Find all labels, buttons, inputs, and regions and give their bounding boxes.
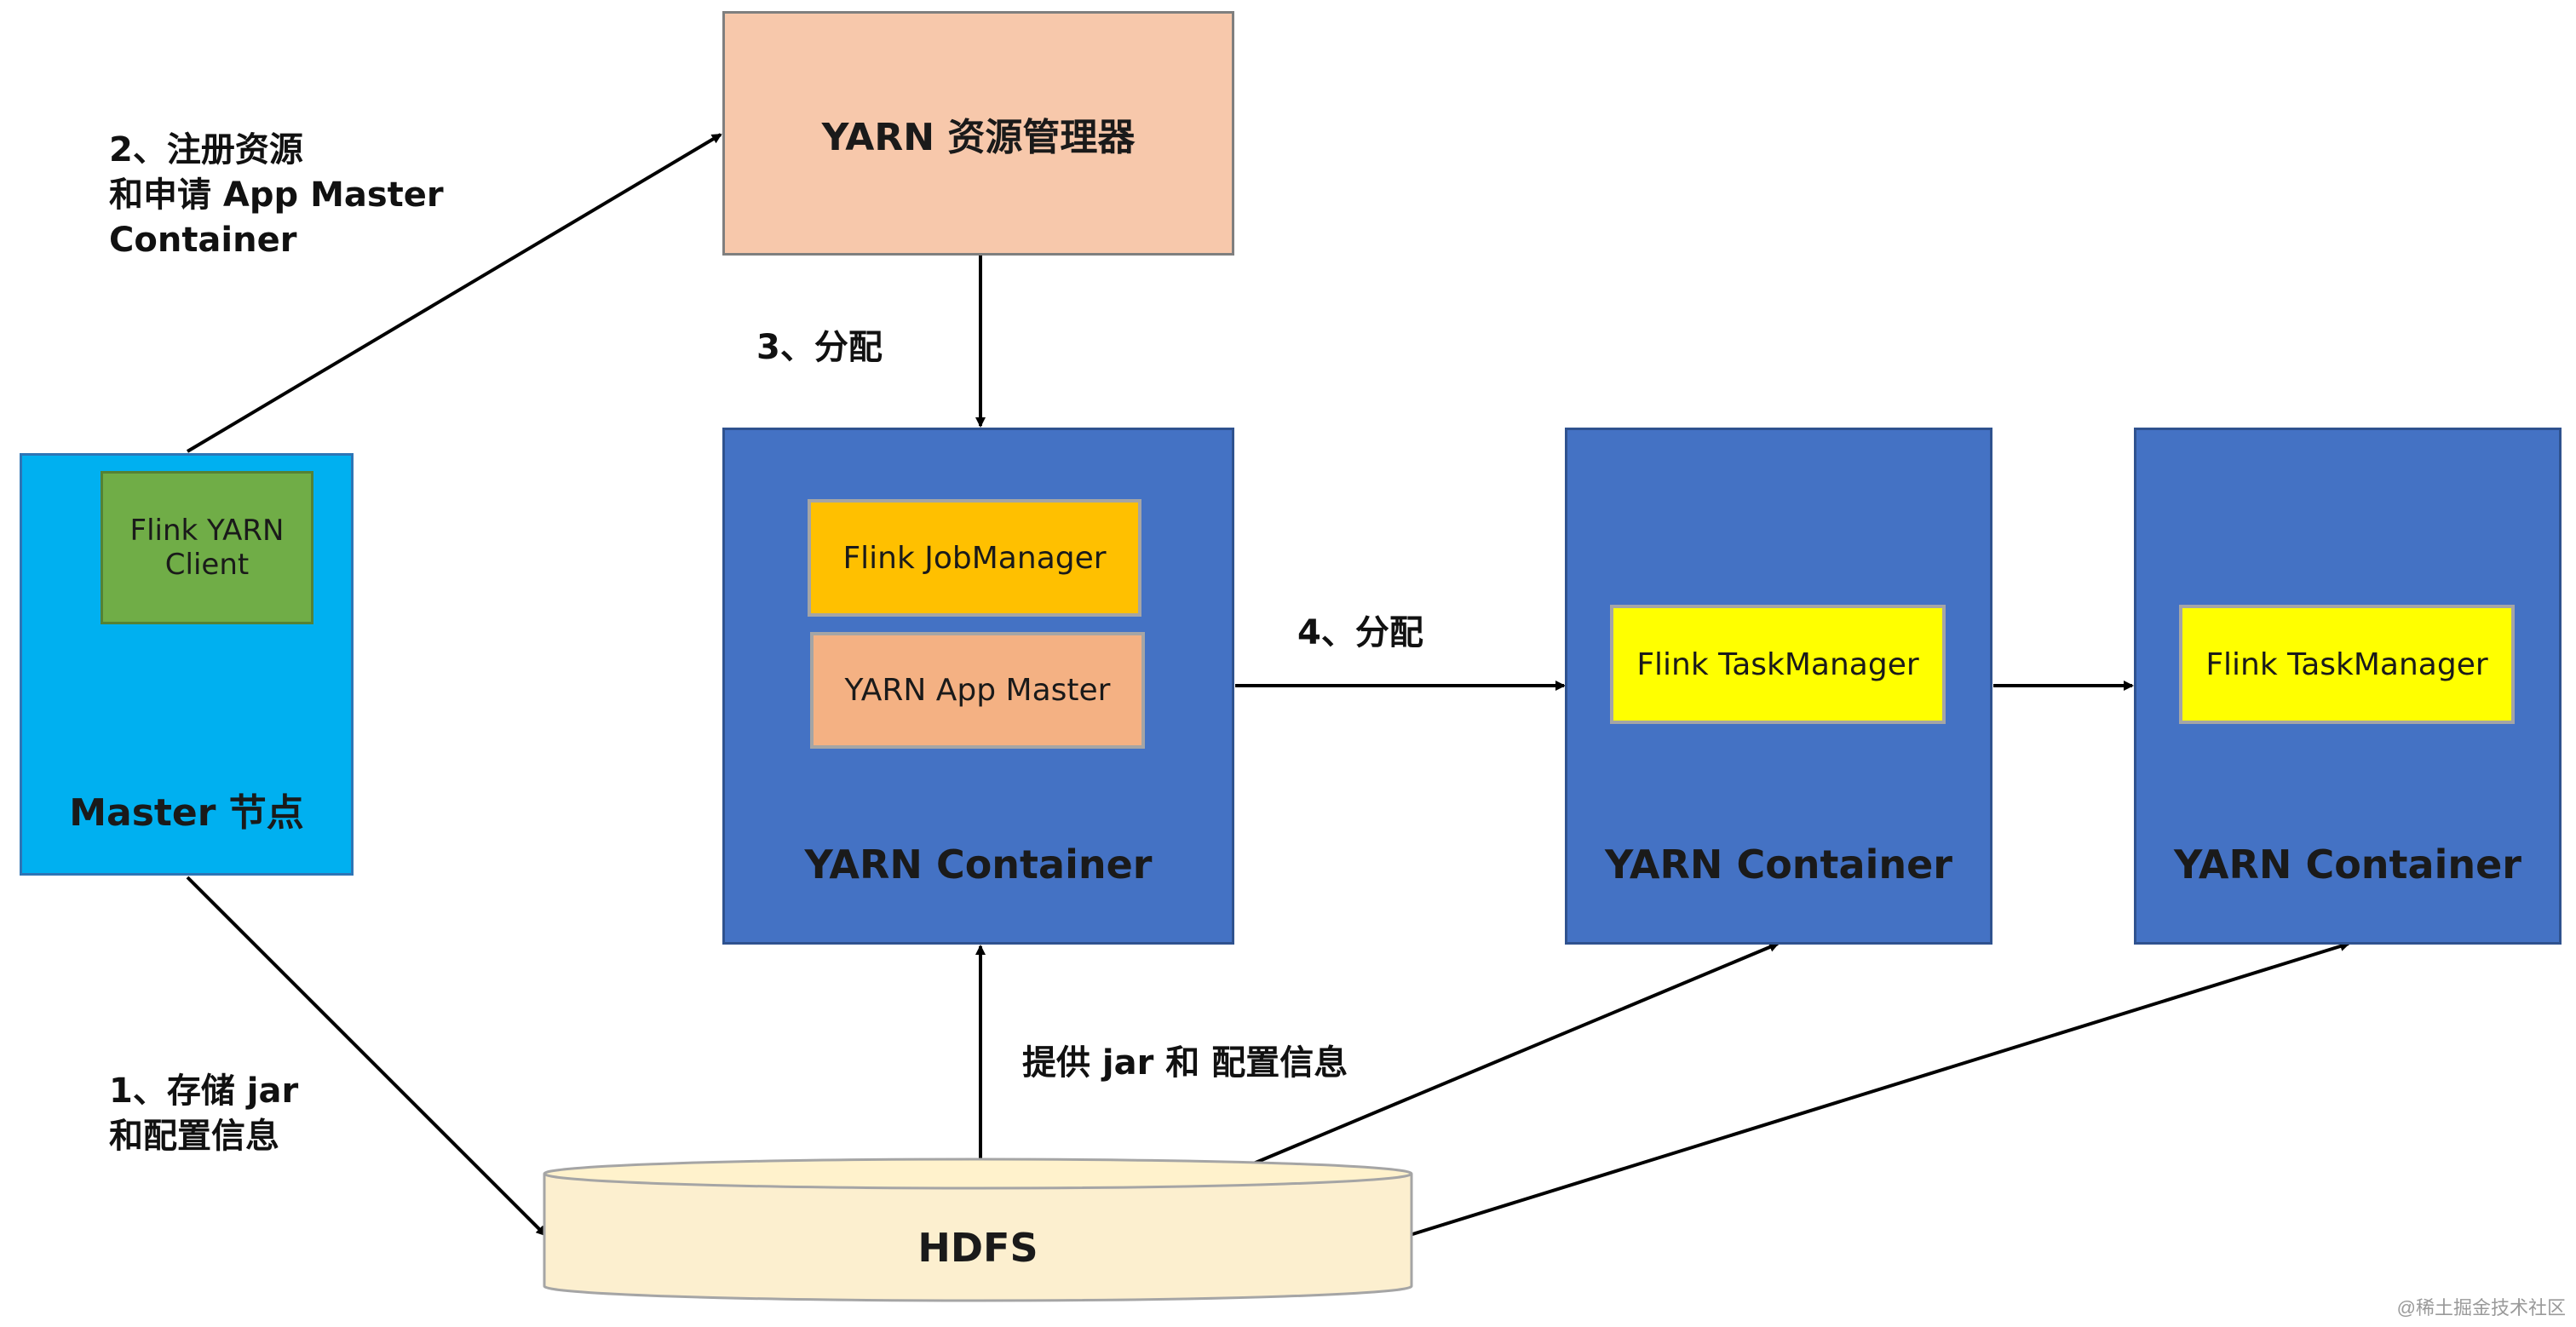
- flink-jobmanager: Flink JobManager: [808, 499, 1141, 617]
- arrow-hdfs-to-container3: [1409, 941, 2350, 1237]
- flink-yarn-client-label-line1: Flink YARN: [129, 514, 285, 548]
- flink-taskmanager-2-label: Flink TaskManager: [2205, 646, 2488, 682]
- yarn-app-master-label: YARN App Master: [844, 673, 1111, 708]
- yarn-container-3-label: YARN Container: [2174, 842, 2521, 888]
- provide-config-label: 提供 jar 和 配置信息: [1022, 1043, 1348, 1083]
- yarn-container-1-label: YARN Container: [804, 842, 1153, 888]
- step4-label: 4、分配: [1297, 613, 1423, 652]
- flink-taskmanager-1: Flink TaskManager: [1610, 605, 1946, 724]
- master-node-label: Master 节点: [69, 791, 304, 835]
- yarn-resource-manager-label: YARN 资源管理器: [821, 115, 1136, 159]
- hdfs-label: HDFS: [917, 1225, 1038, 1271]
- yarn-app-master: YARN App Master: [810, 632, 1145, 749]
- flink-yarn-client: Flink YARN Client: [101, 471, 313, 624]
- step3-label: 3、分配: [756, 328, 883, 367]
- watermark-text: @稀土掘金技术社区: [2396, 1297, 2566, 1318]
- step2-label-line2: 和申请 App Master: [109, 175, 444, 215]
- arrow-master-to-hdfs: [186, 876, 547, 1237]
- yarn-container-2-label: YARN Container: [1605, 842, 1952, 888]
- step1-label: 1、存储 jar 和配置信息: [109, 1069, 298, 1159]
- flink-taskmanager-2: Flink TaskManager: [2179, 605, 2515, 724]
- step1-label-line1: 1、存储 jar: [109, 1071, 299, 1111]
- step2-label: 2、注册资源 和申请 App Master Container: [109, 128, 444, 263]
- step2-label-line3: Container: [109, 221, 297, 260]
- flink-taskmanager-1-label: Flink TaskManager: [1636, 646, 1919, 682]
- flink-jobmanager-label: Flink JobManager: [842, 540, 1107, 576]
- flink-yarn-client-label-line2: Client: [164, 548, 250, 582]
- hdfs-storage: [543, 1158, 1413, 1302]
- step1-label-line2: 和配置信息: [109, 1117, 279, 1156]
- yarn-resource-manager: YARN 资源管理器: [722, 11, 1234, 256]
- step2-label-line1: 2、注册资源: [109, 130, 303, 169]
